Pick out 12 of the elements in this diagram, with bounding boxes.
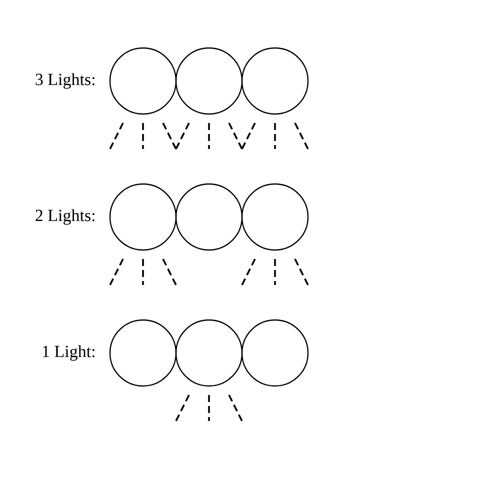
light-circle: [241, 183, 309, 251]
light-circle: [175, 183, 243, 251]
light-circle: [175, 47, 243, 115]
light-circle: [241, 47, 309, 115]
light-circle: [175, 319, 243, 387]
row-label: 1 Light:: [43, 345, 94, 361]
light-circle: [109, 319, 177, 387]
row-label: 3 Lights:: [36, 73, 94, 89]
light-circle: [109, 183, 177, 251]
light-circle: [109, 47, 177, 115]
row-label: 2 Lights:: [36, 209, 94, 225]
light-circle: [241, 319, 309, 387]
